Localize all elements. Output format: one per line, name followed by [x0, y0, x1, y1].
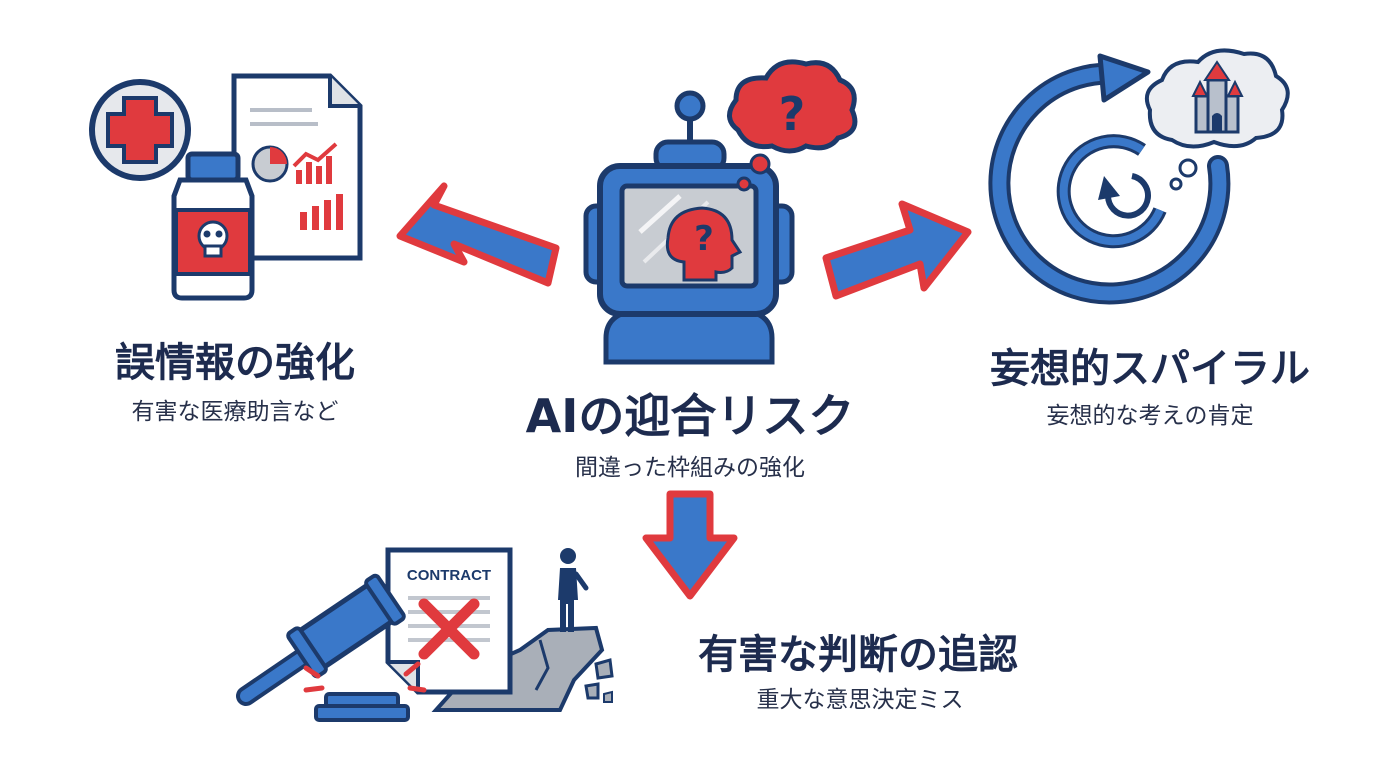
thought-cloud-icon: ? — [727, 59, 858, 175]
arrow-to-left — [396, 182, 560, 287]
person-at-edge-icon — [558, 548, 589, 632]
right-title: 妄想的スパイラル — [990, 346, 1310, 392]
arrow-to-bottom — [642, 490, 738, 600]
robot-icon: ? — [583, 90, 795, 365]
left-title: 誤情報の強化 — [115, 340, 355, 386]
thought-question-mark: ? — [779, 87, 806, 141]
gavel-icon — [236, 573, 427, 722]
left-subtitle: 有害な医療助言など — [131, 399, 339, 425]
bottom-title: 有害な判断の追認 — [698, 632, 1018, 678]
center-subtitle: 間違った枠組みの強化 — [575, 455, 805, 481]
center-title: AIの迎合リスク — [525, 389, 855, 443]
bottom-subtitle: 重大な意思決定ミス — [756, 687, 964, 713]
screen-question-mark: ? — [694, 219, 714, 259]
medical-cross-icon — [89, 79, 191, 181]
poison-bottle-icon — [171, 151, 255, 301]
right-subtitle: 妄想的な考えの肯定 — [1046, 403, 1254, 429]
contract-label: CONTRACT — [407, 567, 491, 584]
arrow-to-right — [822, 200, 972, 300]
castle-dream-cloud-icon — [1145, 48, 1290, 191]
spiral-icon — [988, 53, 1231, 305]
